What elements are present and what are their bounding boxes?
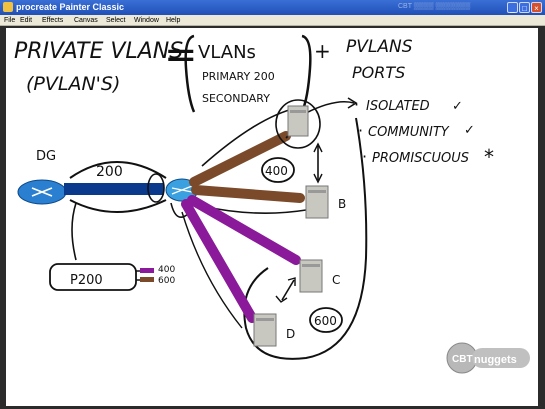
cbt-nuggets-logo: CBT nuggets [446, 342, 530, 374]
logo-cbt-text: CBT [452, 354, 473, 365]
brown-vlan-circle [261, 157, 295, 183]
pvlans-text: PVLANS [346, 37, 413, 57]
legend-secondary-600: 600 [158, 276, 175, 286]
menu-edit[interactable]: Edit [20, 17, 33, 24]
trunk-port-circle [147, 173, 165, 203]
server-a-circle [275, 99, 321, 149]
promiscuous-text: PROMISCUOUS [372, 151, 469, 166]
ports-text: PORTS [352, 63, 405, 82]
pointer-arrowhead [347, 97, 358, 109]
right-bracket [300, 34, 312, 113]
heading-subtext: (PVLAN'S) [26, 73, 120, 95]
minimize-button[interactable]: _ [507, 2, 518, 13]
window-title: procreate Painter Classic [16, 2, 125, 12]
legend-cable [49, 263, 137, 291]
menu-bar: File Edit Effects Canvas Select Window H… [0, 15, 545, 26]
server-diagonal-arrowheads [275, 277, 296, 303]
purple-link-a [187, 195, 301, 265]
vlans-text: VLANs [198, 42, 256, 63]
logo-nuggets-text: nuggets [474, 354, 517, 366]
pointer-arrow [305, 100, 355, 114]
background-window-title: CBT ▒▒▒▒ ▒▒▒▒▒▒▒ [398, 3, 471, 10]
trunk-arc-top [69, 161, 167, 179]
brown-vlan-label: 400 [265, 164, 288, 178]
purple-vlan-label: 600 [314, 314, 337, 328]
promiscuous-star: * [484, 145, 494, 169]
server-b-icon [305, 185, 329, 219]
trunk-link [64, 183, 164, 195]
router-arrows [31, 187, 53, 197]
equals-sign: = [164, 32, 198, 78]
server-a-icon [287, 105, 309, 137]
purple-link-b [181, 199, 257, 323]
bullet-1: · [354, 95, 359, 114]
trunk-vlan-label: 200 [96, 164, 123, 180]
server-diagonal-arrow [281, 279, 295, 301]
isolated-text: ISOLATED [366, 99, 430, 114]
isolated-check: ✓ [452, 99, 463, 114]
trunk-arc-bottom [69, 199, 167, 213]
trunk-tail [71, 202, 77, 261]
menu-select[interactable]: Select [106, 17, 126, 24]
secondary-text: SECONDARY [202, 92, 270, 105]
menu-window[interactable]: Window [134, 17, 159, 24]
drawing-canvas[interactable]: PRIVATE VLANS (PVLAN'S) = VLANs PRIMARY … [6, 28, 538, 406]
primary-200-text: PRIMARY 200 [202, 70, 275, 83]
close-button[interactable]: × [531, 2, 542, 13]
menu-file[interactable]: File [4, 17, 16, 24]
purple-vlan-circle [309, 307, 343, 333]
bullet-3: · [362, 147, 367, 166]
menu-help[interactable]: Help [166, 17, 181, 24]
bullet-2: · [358, 121, 363, 140]
title-bar[interactable]: procreate Painter Classic CBT ▒▒▒▒ ▒▒▒▒▒… [0, 0, 545, 15]
brown-link-b [191, 185, 305, 203]
server-vertical-arrowheads [313, 142, 323, 184]
left-bracket [184, 34, 196, 113]
community-check: ✓ [464, 123, 475, 138]
server-c-label: C [332, 273, 340, 287]
menu-effects[interactable]: Effects [42, 17, 64, 24]
server-c-icon [299, 259, 323, 293]
server-b-label: B [338, 197, 346, 211]
switch-arrows [171, 185, 193, 195]
legend-strand-400 [140, 268, 154, 273]
purple-outline [181, 211, 243, 329]
menu-canvas[interactable]: Canvas [74, 17, 98, 24]
brown-link-a [189, 131, 291, 187]
switch-loop [170, 202, 189, 218]
legend-secondary-400: 400 [158, 265, 175, 275]
server-d-icon [253, 313, 277, 347]
server-d-label: D [286, 327, 295, 341]
heading-text: PRIVATE VLANS [14, 39, 183, 64]
maximize-button[interactable]: □ [519, 2, 530, 13]
app-icon [3, 2, 13, 12]
whiteboard-drawing: PRIVATE VLANS (PVLAN'S) = VLANs PRIMARY … [14, 32, 530, 374]
router-label: DG [36, 149, 56, 164]
community-text: COMMUNITY [368, 125, 450, 140]
plus-sign: + [314, 39, 331, 63]
legend-strand-600 [140, 277, 154, 282]
legend-primary-label: P200 [70, 273, 103, 288]
